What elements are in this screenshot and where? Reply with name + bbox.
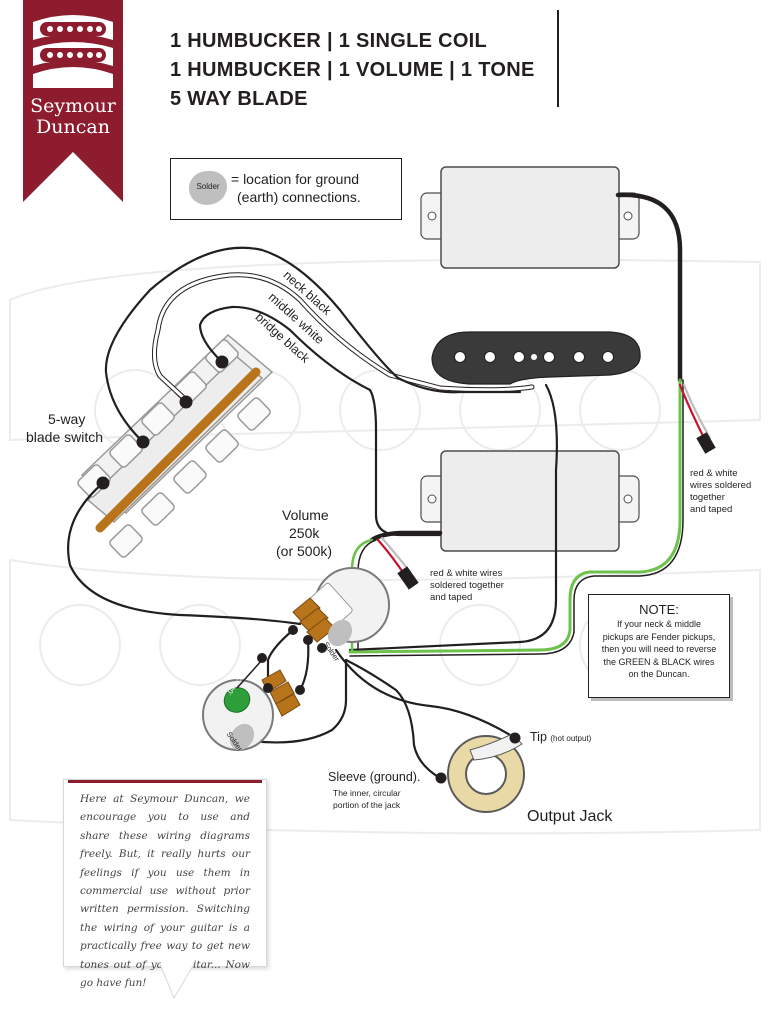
single-coil-lead	[348, 383, 558, 652]
message-card-tail	[160, 962, 195, 1000]
lower-red-white-tap	[376, 538, 406, 576]
neck-green-wire	[348, 378, 682, 654]
lower-tap-note-line-3: and taped	[430, 592, 473, 603]
jack-sleeve-note-2: portion of the jack	[333, 800, 401, 810]
neck-humbucker-cable	[615, 192, 683, 383]
ground-legend-box: Solder = location for ground (earth) con…	[170, 158, 402, 220]
volume-pot	[288, 567, 390, 653]
switch-solder-points	[96, 355, 229, 490]
note-line-4: the GREEN & BLACK wires	[603, 656, 715, 667]
upper-tap-note-line-3: together	[690, 492, 725, 503]
jack-tip-wire	[334, 648, 517, 740]
upper-tap-note-line-4: and taped	[690, 504, 733, 515]
fender-note-box: NOTE: If your neck & middle pickups are …	[588, 594, 730, 698]
legend-text-line-1: = location for ground	[231, 171, 360, 187]
solder-badge-icon	[189, 171, 227, 205]
jack-tip-text: Tip	[530, 730, 547, 744]
tone-pot	[202, 653, 305, 751]
solder-badge-label: Solder	[196, 182, 220, 191]
switch-label-line-2: blade switch	[26, 429, 104, 445]
legend-text-line-2: (earth) connections.	[237, 189, 361, 205]
note-line-5: on the Duncan.	[628, 669, 690, 679]
logo-banner-shape	[23, 0, 123, 202]
neck-humbucker	[420, 166, 640, 269]
five-way-blade-switch	[77, 333, 274, 558]
note-line-3: then you will need to reverse	[601, 644, 717, 654]
title-line-3: 5 WAY BLADE	[170, 88, 308, 110]
output-jack-title: Output Jack	[527, 808, 613, 825]
neck-black-wire	[104, 246, 522, 444]
middle-single-coil	[431, 331, 641, 385]
volume-label-line-3: (or 500k)	[276, 543, 333, 559]
output-jack	[435, 732, 525, 813]
note-line-1: If your neck & middle	[616, 619, 702, 629]
seymour-duncan-logo: Seymour Duncan	[23, 0, 123, 205]
logo-text-duncan: Duncan	[36, 116, 110, 138]
volume-label-line-2: 250k	[289, 525, 320, 541]
jack-sleeve-note-1: The inner, circular	[333, 788, 401, 798]
lower-tap-note-line-2: soldered together	[430, 580, 504, 591]
volume-label-line-1: Volume	[282, 507, 329, 523]
message-card-border-accent	[68, 780, 262, 783]
usage-message-text: Here at Seymour Duncan, we encourage you…	[80, 793, 250, 990]
logo-text-seymour: Seymour	[30, 95, 116, 117]
lower-tap-note-line-1: red & white wires	[430, 568, 503, 579]
jack-tip-note: (hot output)	[550, 734, 592, 743]
switch-label-line-1: 5-way	[48, 411, 86, 427]
bridge-humbucker	[420, 450, 640, 552]
header-divider	[557, 10, 559, 107]
note-line-2: pickups are Fender pickups,	[602, 631, 716, 642]
tone-capacitor	[223, 659, 263, 713]
jack-tip-label: Tip (hot output)	[530, 730, 591, 744]
usage-message-card: Here at Seymour Duncan, we encourage you…	[63, 779, 267, 989]
bridge-humbucker-cable	[369, 530, 443, 543]
jack-sleeve-wire	[344, 658, 442, 780]
volume-to-tone-wire	[266, 628, 295, 688]
title-line-1: 1 HUMBUCKER | 1 SINGLE COIL	[170, 30, 488, 52]
diagram-title: 1 HUMBUCKER | 1 SINGLE COIL 1 HUMBUCKER …	[170, 27, 535, 114]
upper-tap-note-line-1: red & white	[690, 468, 738, 479]
volume-solder-badge	[327, 619, 353, 647]
switch-blade-bar	[95, 367, 261, 533]
bridge-black-wire	[198, 305, 442, 537]
upper-tap-note-line-2: wires soldered	[690, 480, 752, 491]
title-line-2: 1 HUMBUCKER | 1 VOLUME | 1 TONE	[170, 59, 535, 81]
tone-solder-badge	[229, 723, 255, 751]
note-title: NOTE:	[639, 602, 679, 617]
switch-to-volume-wire	[67, 481, 302, 626]
jack-sleeve-label: Sleeve (ground).	[328, 770, 421, 784]
